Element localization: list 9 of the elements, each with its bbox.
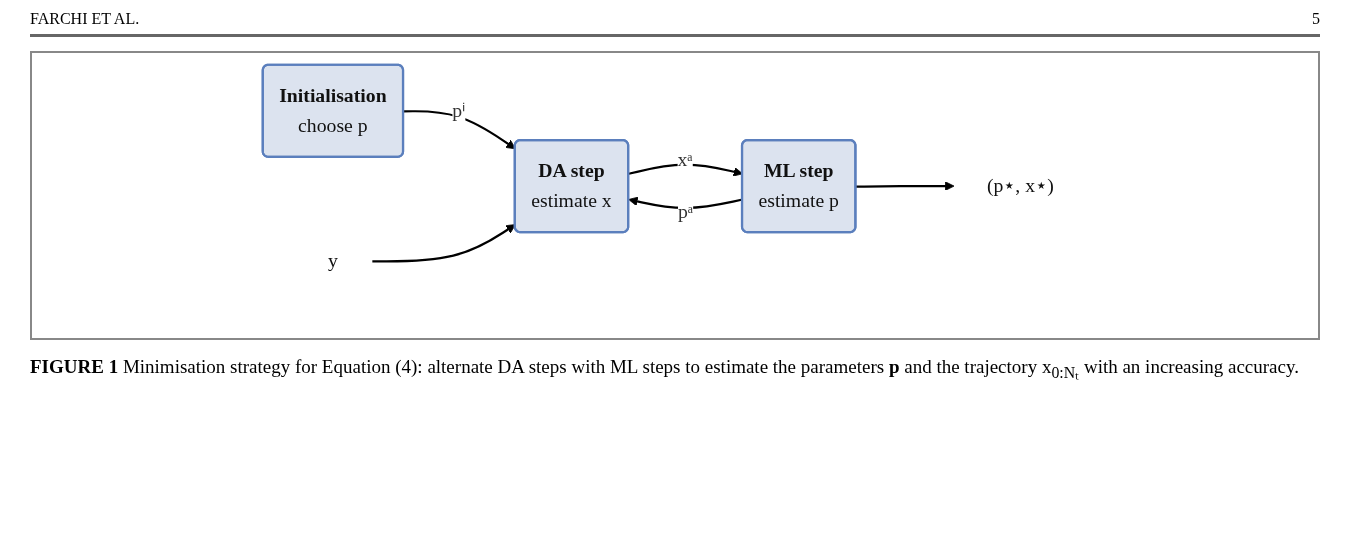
edge-label: xᵃ (677, 148, 694, 171)
node-text: (p⋆, x⋆) (987, 174, 1055, 197)
arrow (856, 181, 955, 191)
node-text: y (328, 249, 339, 272)
running-header: FARCHI ET AL. (30, 10, 140, 28)
edge-label: pᵃ (678, 200, 694, 223)
page-number: 5 (1312, 10, 1320, 28)
edge-label: pⁱ (452, 99, 466, 122)
arrow (372, 224, 517, 263)
